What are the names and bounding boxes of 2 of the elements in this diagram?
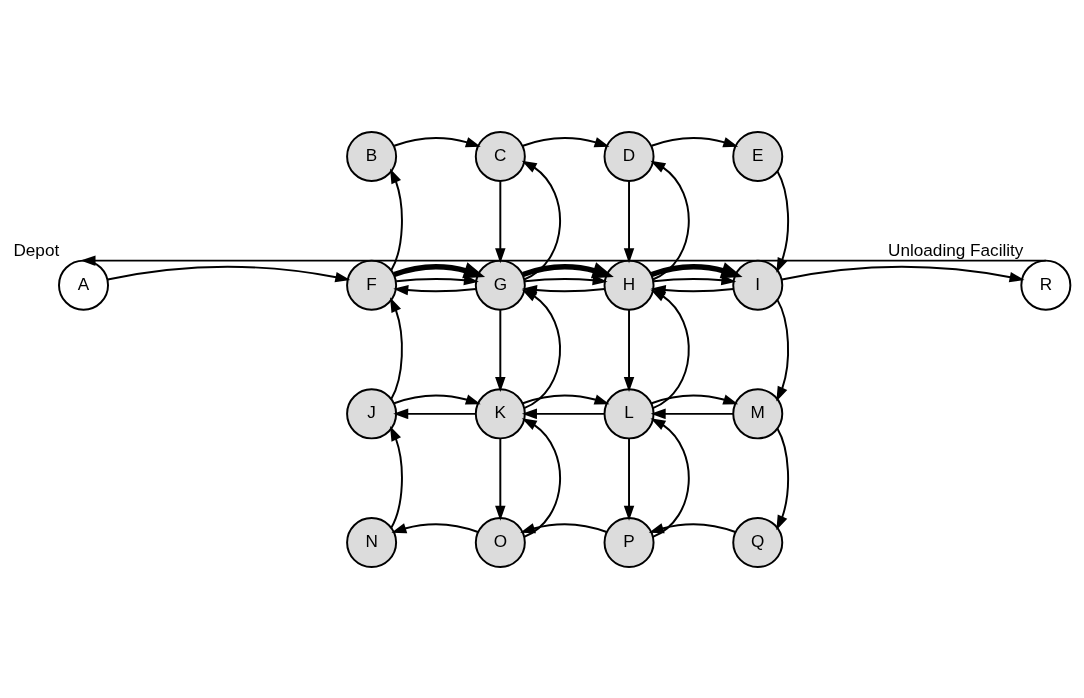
node-label: Depot <box>13 239 60 260</box>
node-label: Unloading Facility <box>888 239 1024 260</box>
